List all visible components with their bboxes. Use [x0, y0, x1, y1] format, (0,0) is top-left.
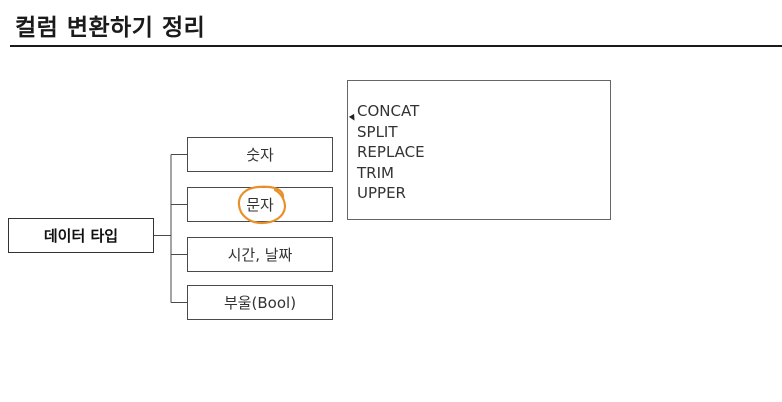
title-underline: [10, 45, 782, 47]
type-node-number: 숫자: [187, 137, 333, 172]
root-node-label: 데이터 타입: [43, 227, 119, 245]
type-node-label: 부울(Bool): [223, 294, 297, 312]
function-item: SPLIT: [357, 122, 398, 141]
type-node-datetime: 시간, 날짜: [187, 237, 333, 272]
type-node-label: 문자: [246, 196, 274, 214]
slide-title: 컬럼 변환하기 정리: [15, 15, 206, 41]
type-node-label: 시간, 날짜: [227, 246, 293, 264]
type-node-label: 숫자: [246, 146, 274, 164]
function-item: REPLACE: [357, 143, 425, 161]
type-node-boolean: 부울(Bool): [187, 285, 333, 320]
mouse-cursor-icon: [348, 113, 358, 123]
function-item: CONCAT: [357, 102, 420, 120]
function-list-box: CONCAT SPLIT REPLACE TRIM UPPER: [347, 80, 611, 220]
function-item: UPPER: [357, 184, 406, 202]
function-list: CONCAT SPLIT REPLACE TRIM UPPER: [357, 101, 425, 204]
root-node-data-type: 데이터 타입: [8, 218, 154, 253]
function-item: TRIM: [357, 163, 394, 182]
